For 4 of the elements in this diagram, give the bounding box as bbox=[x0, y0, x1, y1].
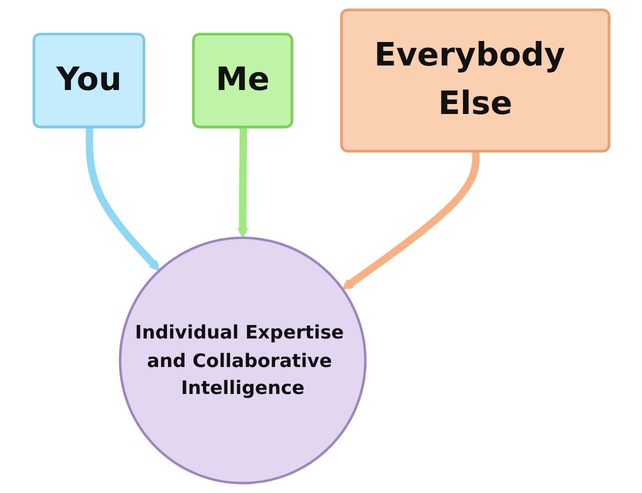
arrow bbox=[236, 128, 248, 238]
node-circle: Individual Expertise and Collaborative Intelligence bbox=[118, 236, 366, 484]
arrow bbox=[85, 128, 160, 271]
arrow bbox=[342, 152, 480, 290]
